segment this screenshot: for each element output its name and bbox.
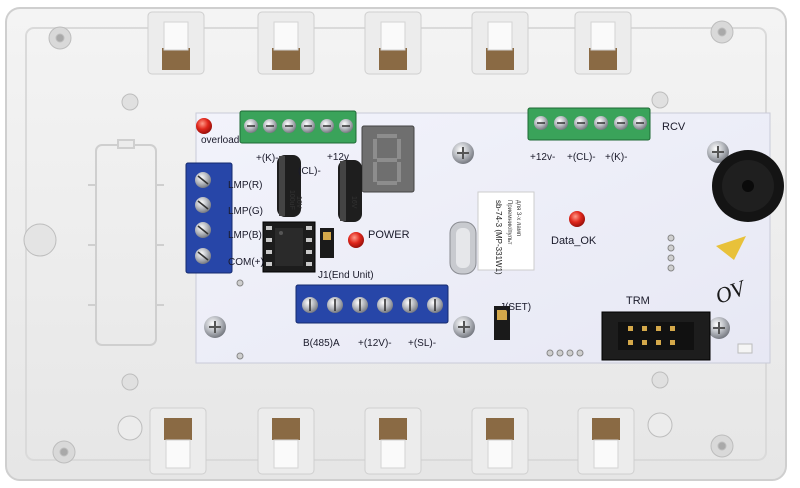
data-ok-led [569, 211, 585, 227]
case-mounting-holes [23, 20, 734, 464]
label-power: POWER [368, 229, 410, 241]
sticker-desc-2: для 3-х ламп [515, 200, 521, 236]
capacitor-1-voltage: 16V [295, 196, 302, 209]
label-data-ok: Data_OK [551, 235, 597, 247]
label-k-rcv: +(K)- [605, 152, 628, 163]
label-12v-bottom: +(12V)- [358, 338, 392, 349]
label-12v-top: +12v [327, 152, 349, 163]
label-j1: J1(End Unit) [318, 270, 374, 281]
blue-terminal-block-bottom [295, 284, 449, 324]
test-pads [236, 234, 675, 360]
jumper-j1 [320, 228, 334, 258]
electrolytic-capacitor-2: 16V [338, 160, 362, 222]
capacitor-2-voltage: 16V [350, 196, 357, 209]
power-led [348, 232, 364, 248]
jumper-set [494, 306, 510, 340]
label-sl: +(SL)- [408, 338, 436, 349]
label-lmp-g: LMP(G) [228, 206, 263, 217]
silkscreen-labels: overload +(K)- (CL)- +12v RCV +12v- +(CL… [201, 121, 686, 349]
green-terminal-block-top [239, 110, 357, 144]
label-cl-top: (CL)- [298, 166, 321, 177]
label-rcv: RCV [662, 121, 686, 133]
bottom-case-clips [149, 407, 635, 475]
buzzer [712, 150, 784, 222]
seven-segment-display [361, 125, 415, 193]
green-terminal-block-rcv [527, 107, 651, 141]
left-case-cutout [88, 139, 164, 346]
pcb-screws [204, 141, 730, 339]
label-overload: overload [201, 135, 239, 146]
warning-triangle-icon [716, 236, 746, 260]
ic-chip-8pin [262, 221, 316, 273]
overload-led [196, 118, 212, 134]
smd-component [737, 343, 753, 354]
trm-idc-connector [601, 311, 711, 361]
label-k-top: +(K)- [256, 153, 279, 164]
label-set: J(SET) [500, 302, 531, 313]
crystal-oscillator [449, 221, 477, 275]
label-lmp-r: LMP(R) [228, 180, 262, 191]
capacitor-1-label: 100uF [288, 190, 295, 210]
label-b485: B(485)A [303, 338, 340, 349]
label-cl-rcv: +(CL)- [567, 152, 596, 163]
electrolytic-capacitor-1: 100uF 16V [277, 155, 302, 217]
blue-terminal-block-lamps [185, 162, 233, 274]
sticker-model-text: sb-74-3 (MP-331W1) [494, 200, 503, 275]
top-case-clips [147, 11, 632, 75]
label-trm: TRM [626, 295, 650, 307]
label-com: COM(+) [228, 257, 264, 268]
label-12v-rcv: +12v- [530, 152, 555, 163]
device-sticker: sb-74-3 (MP-331W1) Приемник/пульт для 3-… [477, 191, 535, 275]
label-lmp-b: LMP(B) [228, 230, 262, 241]
sticker-desc-1: Приемник/пульт [506, 200, 512, 245]
